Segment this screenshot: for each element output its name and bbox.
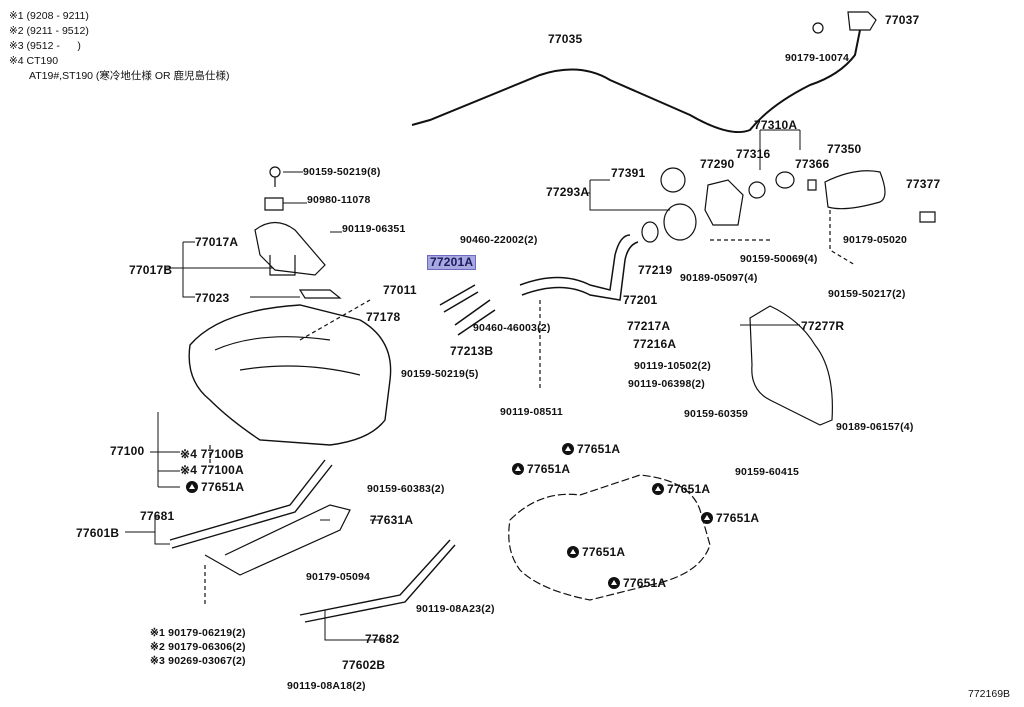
part-label[interactable]: 90159-50217(2) [828,288,906,300]
part-label[interactable]: 77391 [611,166,646,180]
part-label[interactable]: 77350 [827,142,862,156]
hose-77201A [439,284,479,313]
part-label[interactable]: 90119-08A23(2) [416,603,495,615]
part-number: 77651A [667,482,711,496]
part-label[interactable]: ※1 90179-06219(2) [150,627,246,639]
part-label[interactable]: 77213B [450,344,494,358]
part-label[interactable]: ※4 77100A [180,463,244,477]
note-4: ※4 CT190 [9,55,59,67]
part-label[interactable]: 77035 [548,32,583,46]
part-label[interactable]: 90179-05020 [843,234,908,246]
part-label[interactable]: 90460-22002(2) [460,234,538,246]
protector-77631A [204,504,351,576]
part-label[interactable]: 77310A [754,118,798,132]
note-2: ※2 (9211 - 9512) [9,25,89,37]
part-label-highlighted[interactable]: 77201A [427,255,477,270]
part-label[interactable]: 90119-06351 [342,223,406,235]
triangle-circle-icon [562,443,574,455]
part-label[interactable]: 90189-06157(4) [836,421,914,433]
part-label[interactable]: ※3 90269-03067(2) [150,655,246,667]
part-label[interactable]: 77377 [906,177,941,191]
part-label[interactable]: 77631A [370,513,414,527]
part-label[interactable]: 90179-10074 [785,52,850,64]
part-label[interactable]: 77290 [700,157,735,171]
part-label[interactable]: 77651A [652,483,710,496]
hose-77213B [454,299,496,336]
protector-77277R [749,305,833,426]
cable-77035 [411,29,861,134]
housing-77290 [704,179,744,226]
triangle-circle-icon [512,463,524,475]
fuel-lid-77350 [824,170,886,210]
part-label[interactable]: ※2 90179-06306(2) [150,641,246,653]
part-label[interactable]: 90159-60383(2) [367,483,445,495]
note-4-detail: AT19#,ST190 (寒冷地仕様 OR 鹿児島仕様) [29,70,230,82]
part-label[interactable]: 77011 [383,283,417,297]
part-label[interactable]: 90159-60359 [684,408,749,420]
part-label[interactable]: 77366 [795,157,830,171]
part-label[interactable]: 90179-05094 [306,571,371,583]
filler-pipe-77201 [519,234,639,301]
part-label[interactable]: 77037 [885,13,920,27]
gasket-77391 [660,167,686,193]
band-77601B [169,459,333,549]
part-label[interactable]: 77681 [140,509,175,523]
part-label[interactable]: 77316 [736,147,771,161]
part-label[interactable]: 77178 [366,310,401,324]
triangle-circle-icon [608,577,620,589]
triangle-circle-icon [652,483,664,495]
part-label[interactable]: 90159-60415 [735,466,800,478]
part-label[interactable]: 77293A [546,185,590,199]
tank-bottom-view [508,474,711,601]
part-label[interactable]: 77216A [633,337,677,351]
note-3: ※3 (9512 - ) [9,40,81,52]
part-label[interactable]: 90159-50219(5) [401,368,479,380]
triangle-circle-icon [567,546,579,558]
opener-77037 [847,11,877,31]
diagram-code: 772169B [968,688,1011,700]
part-label[interactable]: 77602B [342,658,386,672]
part-number: 77651A [577,442,621,456]
bolt-icon [812,22,824,34]
triangle-circle-icon [186,481,198,493]
part-label[interactable]: 77217A [627,319,671,333]
part-label[interactable]: 90119-10502(2) [634,360,711,372]
part-label[interactable]: 77201 [623,293,658,307]
part-label[interactable]: 90159-50069(4) [740,253,818,265]
part-label[interactable]: 77277R [801,319,845,333]
part-label[interactable]: 90189-05097(4) [680,272,758,284]
part-label[interactable]: 77219 [638,263,673,277]
part-number: 77651A [623,576,667,590]
part-label[interactable]: 90159-50219(8) [303,166,381,178]
part-number: 77651A [582,545,626,559]
note-1: ※1 (9208 - 9211) [9,10,89,22]
part-label[interactable]: 77651A [186,481,244,494]
part-label[interactable]: 90980-11078 [307,194,371,206]
fuel-tank-77100 [188,304,392,446]
part-label[interactable]: 77601B [76,526,120,540]
part-label[interactable]: 77017A [195,235,239,249]
part-label[interactable]: 77023 [195,291,230,305]
part-label[interactable]: 77682 [365,632,400,646]
part-label[interactable]: 77651A [512,463,570,476]
band-77602B [299,539,456,623]
part-label[interactable]: 77651A [562,443,620,456]
part-label[interactable]: 77100 [110,444,145,458]
triangle-circle-icon [701,512,713,524]
part-number: 77651A [527,462,571,476]
part-number: 77651A [201,480,245,494]
part-label[interactable]: 90460-46003(2) [473,322,551,334]
part-label[interactable]: 90119-06398(2) [628,378,705,390]
part-label[interactable]: 77651A [701,512,759,525]
part-label[interactable]: 90119-08A18(2) [287,680,366,692]
part-number: 77651A [716,511,760,525]
part-label[interactable]: 90119-08511 [500,406,563,418]
part-label[interactable]: 77651A [608,577,666,590]
part-label[interactable]: 77651A [567,546,625,559]
part-label[interactable]: 77017B [129,263,173,277]
pump-77017 [254,221,326,276]
part-label[interactable]: ※4 77100B [180,447,244,461]
